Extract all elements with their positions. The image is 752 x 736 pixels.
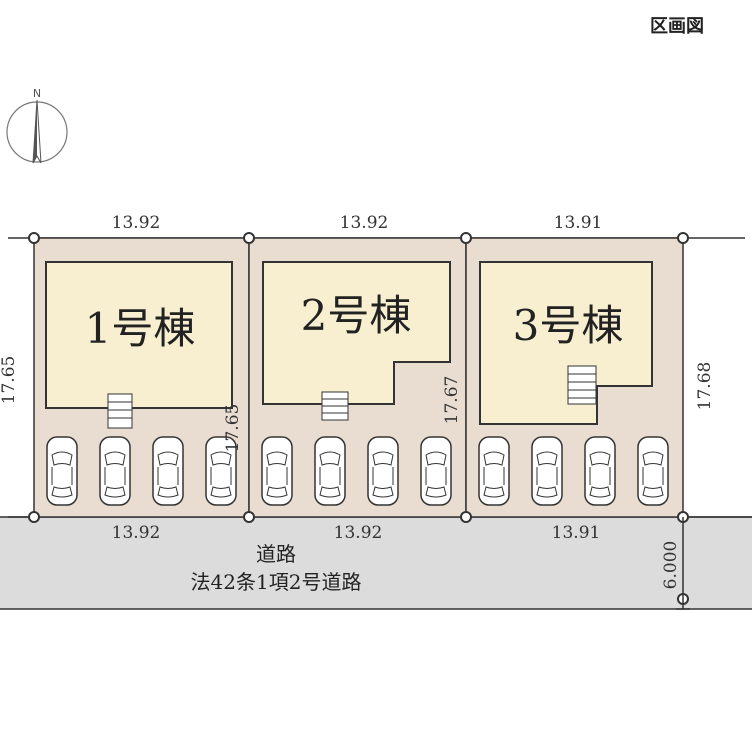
lot-1-left-depth: 17.65 [0, 356, 19, 405]
building-2-footprint [262, 261, 451, 405]
boundary-marker [460, 511, 472, 523]
lot-3: 3号棟 [465, 237, 684, 518]
boundary-marker [460, 232, 472, 244]
road-width-label: 6.000 [661, 541, 681, 590]
lot-1-top-width: 13.92 [112, 213, 161, 233]
boundary-markers [28, 232, 689, 605]
building-1-steps [107, 393, 133, 429]
building-1-footprint [45, 261, 233, 409]
road-area [0, 517, 752, 609]
north-label: N [33, 87, 41, 100]
car-icon [531, 436, 563, 506]
parking-spaces [46, 436, 669, 506]
lot-2-bottom-width: 13.92 [334, 523, 383, 543]
car-icon [205, 436, 237, 506]
car-icon [46, 436, 78, 506]
lot-1: 1号棟 [33, 237, 250, 518]
car-icon [420, 436, 452, 506]
building-3-footprint [479, 261, 653, 425]
car-icon [261, 436, 293, 506]
lot-1-bottom-width: 13.92 [112, 523, 161, 543]
building-2-steps [321, 391, 349, 421]
building-2-label: 2号棟 [301, 291, 412, 340]
car-icon [314, 436, 346, 506]
boundary-marker [28, 232, 40, 244]
lot-1-right-depth: 17.65 [223, 404, 243, 453]
north-compass: N [6, 87, 68, 164]
lot-3-top-width: 13.91 [554, 213, 603, 233]
lot-3-bottom-width: 13.91 [552, 523, 601, 543]
car-icon [637, 436, 669, 506]
car-icon [478, 436, 510, 506]
boundary-marker [28, 511, 40, 523]
boundary-marker [243, 511, 255, 523]
car-icon [584, 436, 616, 506]
car-icon [99, 436, 131, 506]
north-arrow-fill [33, 100, 37, 163]
building-1-label: 1号棟 [85, 304, 196, 353]
car-icon [367, 436, 399, 506]
lot-3-right-depth: 17.68 [695, 362, 715, 411]
car-icon [152, 436, 184, 506]
building-3-label: 3号棟 [513, 301, 624, 350]
building-3-steps [567, 365, 597, 405]
lot-2-right-depth: 17.67 [442, 376, 462, 425]
diagram-title: 区画図 [650, 16, 704, 37]
boundary-marker [677, 232, 689, 244]
boundary-marker [243, 232, 255, 244]
lot-2-top-width: 13.92 [340, 213, 389, 233]
road-name: 道路 [256, 542, 296, 566]
lot-2: 2号棟 [248, 237, 467, 518]
road-type: 法42条1項2号道路 [191, 570, 362, 594]
